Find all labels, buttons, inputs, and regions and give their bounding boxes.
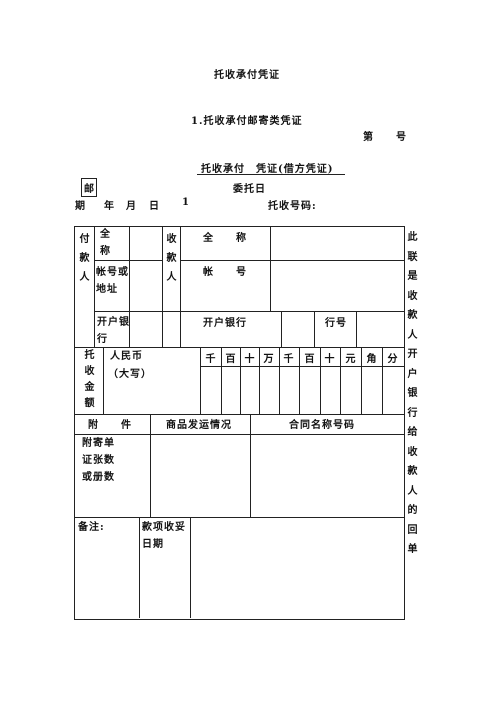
- payee-bank-code-label: 行号: [325, 318, 347, 329]
- payer-side-label: 付款人: [79, 234, 91, 283]
- digit-yuan: 元: [345, 354, 357, 365]
- received-date-label: 款项收妥日期: [142, 522, 186, 550]
- payer-account-label: 帐号或地址: [96, 267, 129, 295]
- section-subtitle: 1.托收承付邮寄类凭证: [191, 116, 303, 127]
- attachments-label: 附 件: [88, 420, 132, 431]
- digit-shi-2: 十: [324, 354, 336, 365]
- amount-currency: 人民币: [110, 351, 143, 362]
- digit-qian-2: 千: [283, 354, 295, 365]
- digit-jiao: 角: [366, 354, 378, 365]
- date-day: 日: [149, 201, 160, 212]
- payee-bank-label: 开户银行: [203, 318, 247, 329]
- mail-tag: 邮: [81, 178, 97, 197]
- amount-capital-label: （大写）: [108, 369, 152, 380]
- date-seq: 1: [182, 197, 190, 208]
- digit-bai-2: 百: [304, 354, 316, 365]
- payer-full-name-label: 全称: [100, 229, 111, 257]
- date-period: 期: [75, 201, 86, 212]
- voucher-number-label: 第 号: [363, 132, 407, 143]
- side-note: 此联是收款人开户银行给收款人的回单: [407, 232, 419, 555]
- payee-full-name-label: 全 称: [203, 233, 247, 244]
- digit-wan: 万: [263, 354, 275, 365]
- digit-bai-1: 百: [225, 354, 237, 365]
- payee-account-label: 帐 号: [203, 267, 247, 278]
- attachment-count-label: 附寄单证张数或册数: [82, 438, 115, 483]
- digit-fen: 分: [387, 354, 399, 365]
- amount-label: 托收金额: [84, 350, 96, 409]
- date-month: 月: [126, 201, 137, 212]
- date-year: 年: [104, 201, 115, 212]
- voucher-table: [74, 226, 405, 620]
- remarks-label: 备注:: [78, 522, 105, 533]
- commission-date-label: 委托日: [233, 184, 266, 195]
- contract-name-label: 合同名称号码: [289, 420, 355, 431]
- shipping-status-label: 商品发运情况: [166, 420, 232, 431]
- page-title: 托收承付凭证: [214, 70, 280, 81]
- collection-number-label: 托收号码:: [268, 201, 317, 212]
- payer-bank-label: 开户银行: [97, 317, 130, 345]
- digit-qian-1: 千: [205, 354, 217, 365]
- form-title: 托收承付 凭证(借方凭证): [201, 164, 334, 175]
- digit-shi-1: 十: [244, 354, 256, 365]
- payee-side-label: 收款人: [166, 234, 178, 283]
